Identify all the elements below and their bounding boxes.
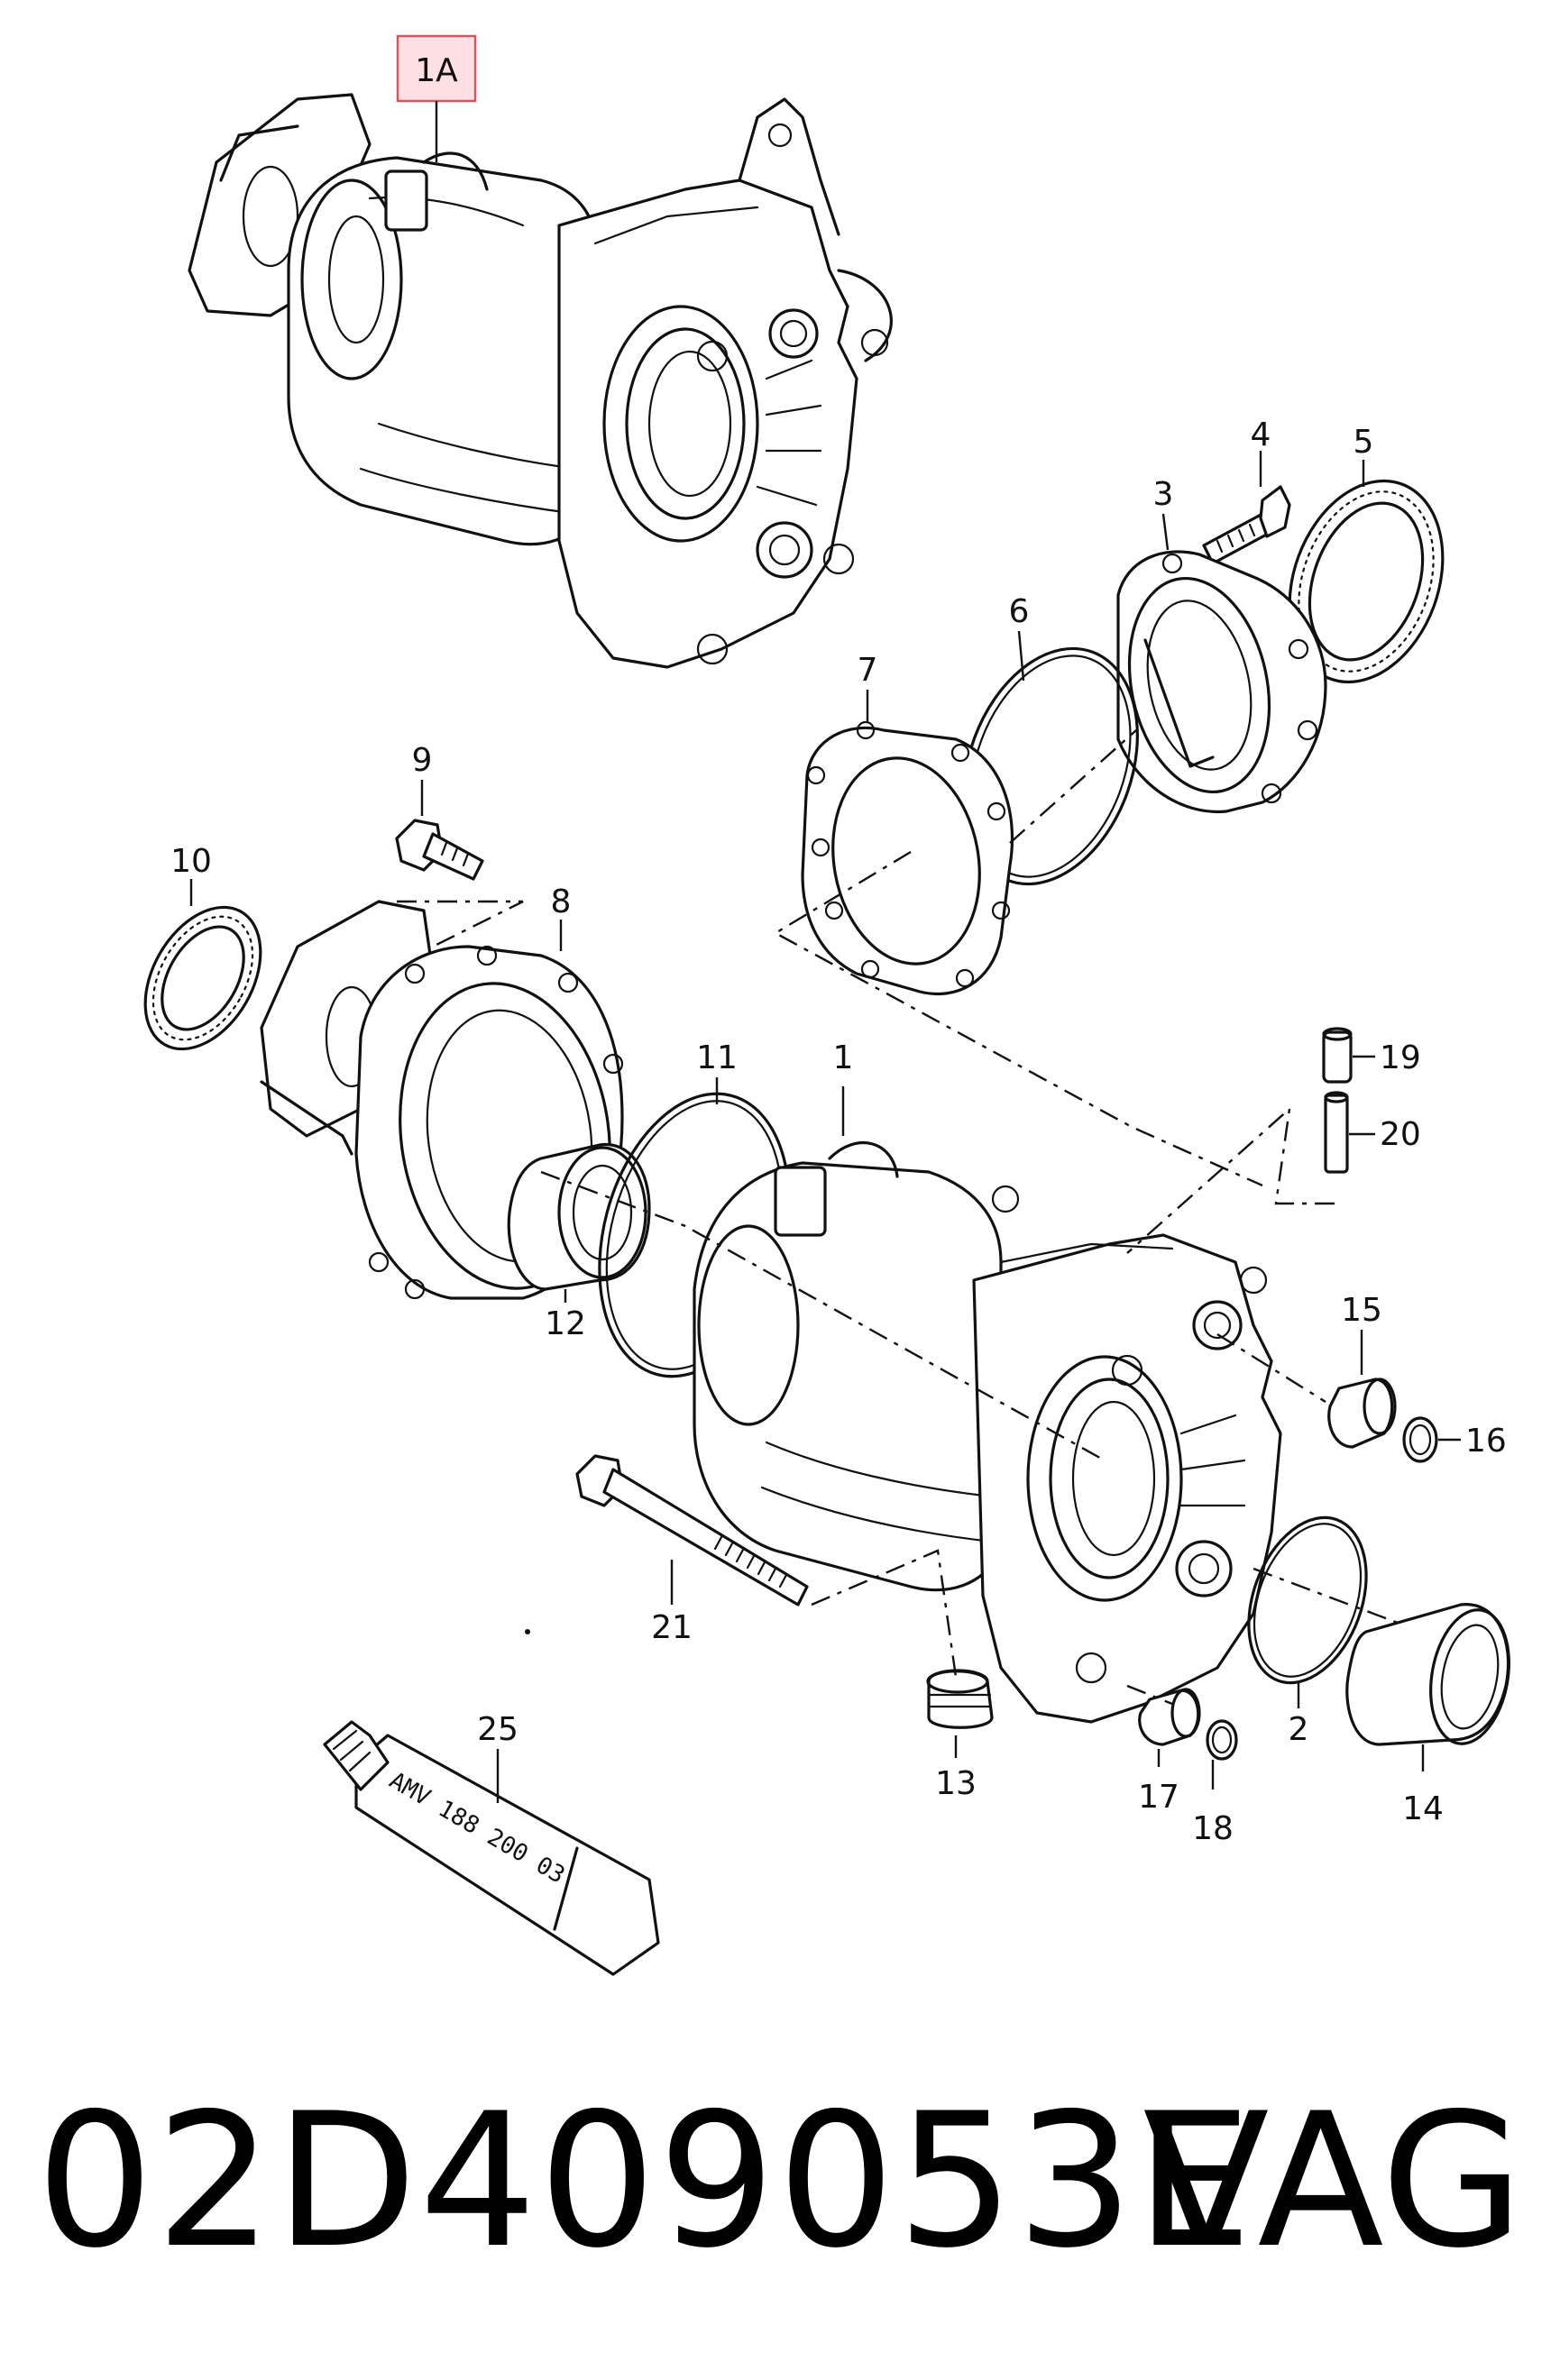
callout-1: 1	[833, 1039, 854, 1076]
pin-20-illustration	[1324, 1091, 1349, 1174]
housing-1-illustration	[693, 1141, 1282, 1724]
callout-8: 8	[551, 883, 572, 920]
footer: 02D409053E VAG	[36, 2073, 1524, 2290]
callout-7: 7	[858, 652, 878, 689]
highlight-callout-1a[interactable]: 1A	[396, 34, 477, 103]
callout-19: 19	[1380, 1039, 1421, 1076]
exploded-parts-diagram: 1A	[143, 34, 1510, 1976]
callout-3: 3	[1153, 476, 1174, 513]
bearing-14-illustration	[1345, 1603, 1510, 1746]
callout-17: 17	[1138, 1779, 1179, 1816]
callout-9: 9	[412, 742, 433, 779]
plug-13-illustration	[926, 1669, 994, 1729]
housing-1a-illustration	[188, 93, 893, 669]
assembly-axis-lines	[397, 729, 1399, 1706]
tube-25-illustration: AMV 188 200 03	[323, 1720, 660, 1976]
callout-6: 6	[1009, 593, 1030, 630]
callout-10: 10	[170, 843, 212, 880]
seal-10-illustration	[143, 905, 262, 1051]
brand-name: VAG	[1142, 2074, 1524, 2289]
part-number: 02D409053E	[36, 2074, 1254, 2289]
callout-11: 11	[696, 1039, 738, 1076]
callout-14: 14	[1402, 1790, 1444, 1827]
callout-25: 25	[477, 1711, 518, 1748]
callout-20: 20	[1380, 1116, 1421, 1153]
leader-3	[1161, 513, 1170, 551]
seal-5-illustration	[1288, 479, 1445, 684]
callout-13: 13	[935, 1765, 977, 1802]
leader-6	[1017, 630, 1025, 682]
flange-3-illustration	[1116, 550, 1327, 814]
gasket-7-illustration	[801, 720, 1014, 996]
callout-2: 2	[1289, 1711, 1309, 1748]
ring-18-illustration	[1206, 1719, 1238, 1761]
bearing-12-illustration	[507, 1143, 651, 1291]
callout-21: 21	[651, 1609, 693, 1646]
stray-dot	[525, 1629, 530, 1634]
callout-5: 5	[1354, 424, 1374, 461]
bush-15-illustration	[1327, 1378, 1397, 1449]
bolt-21-illustration	[575, 1454, 809, 1606]
bolt-4-illustration	[1202, 485, 1291, 565]
pin-19-illustration	[1322, 1027, 1353, 1084]
callout-15: 15	[1341, 1292, 1382, 1329]
callout-16: 16	[1465, 1423, 1507, 1460]
callout-18: 18	[1192, 1810, 1234, 1847]
bolt-9-illustration	[395, 819, 484, 881]
callout-1a: 1A	[415, 52, 458, 89]
bush-17-illustration	[1138, 1688, 1201, 1746]
oring-2-illustration	[1247, 1515, 1368, 1685]
ring-16-illustration	[1402, 1416, 1438, 1463]
callout-4: 4	[1251, 416, 1271, 453]
callout-12: 12	[545, 1305, 586, 1342]
